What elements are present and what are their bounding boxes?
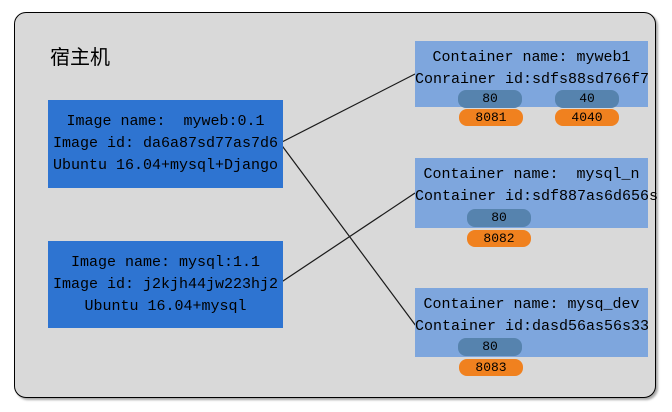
- host-port-badge: 8082: [467, 230, 531, 247]
- image-box-myweb: Image name: myweb:0.1 Image id: da6a87sd…: [48, 100, 283, 188]
- image-os-line: Ubuntu 16.04+mysql: [84, 297, 247, 315]
- container-name-line: Container name: mysql_n: [423, 166, 640, 183]
- image-name-line: Image name: myweb:0.1: [66, 113, 265, 130]
- image-id-line: Image id: da6a87sd77as7d6: [52, 135, 279, 152]
- image-os-line: Ubuntu 16.04+mysql+Django: [52, 157, 279, 174]
- container-port-badge: 80: [458, 90, 522, 108]
- container-id-line: Container id:dasd56as56s33: [415, 318, 650, 335]
- container-name-line: Container name: myweb1: [432, 49, 631, 66]
- container-box-mysq-dev: Container name: mysq_dev Container id:da…: [415, 288, 650, 376]
- host-port-badge: 4040: [555, 109, 619, 126]
- container-id-line: Container id:sdf887as6d656s: [415, 188, 659, 205]
- container-port-badge: 40: [555, 90, 619, 108]
- container-port-badge: 80: [458, 338, 522, 356]
- container-box-myweb1: Container name: myweb1 Conrainer id:sdfs…: [415, 41, 650, 126]
- image-box-mysql: Image name: mysql:1.1 Image id: j2kjh44j…: [48, 241, 283, 328]
- host-port-badge: 8083: [459, 359, 523, 376]
- host-machine-title: 宿主机: [50, 47, 110, 69]
- image-id-line: Image id: j2kjh44jw223hj2: [52, 275, 279, 293]
- container-name-line: Container name: mysq_dev: [423, 296, 640, 313]
- container-id-line: Conrainer id:sdfs88sd766f7: [415, 71, 650, 88]
- container-box-mysql-n: Container name: mysql_n Container id:sdf…: [415, 158, 659, 247]
- container-port-badge: 80: [467, 209, 531, 227]
- image-name-line: Image name: mysql:1.1: [70, 253, 261, 271]
- host-port-badge: 8081: [459, 109, 523, 126]
